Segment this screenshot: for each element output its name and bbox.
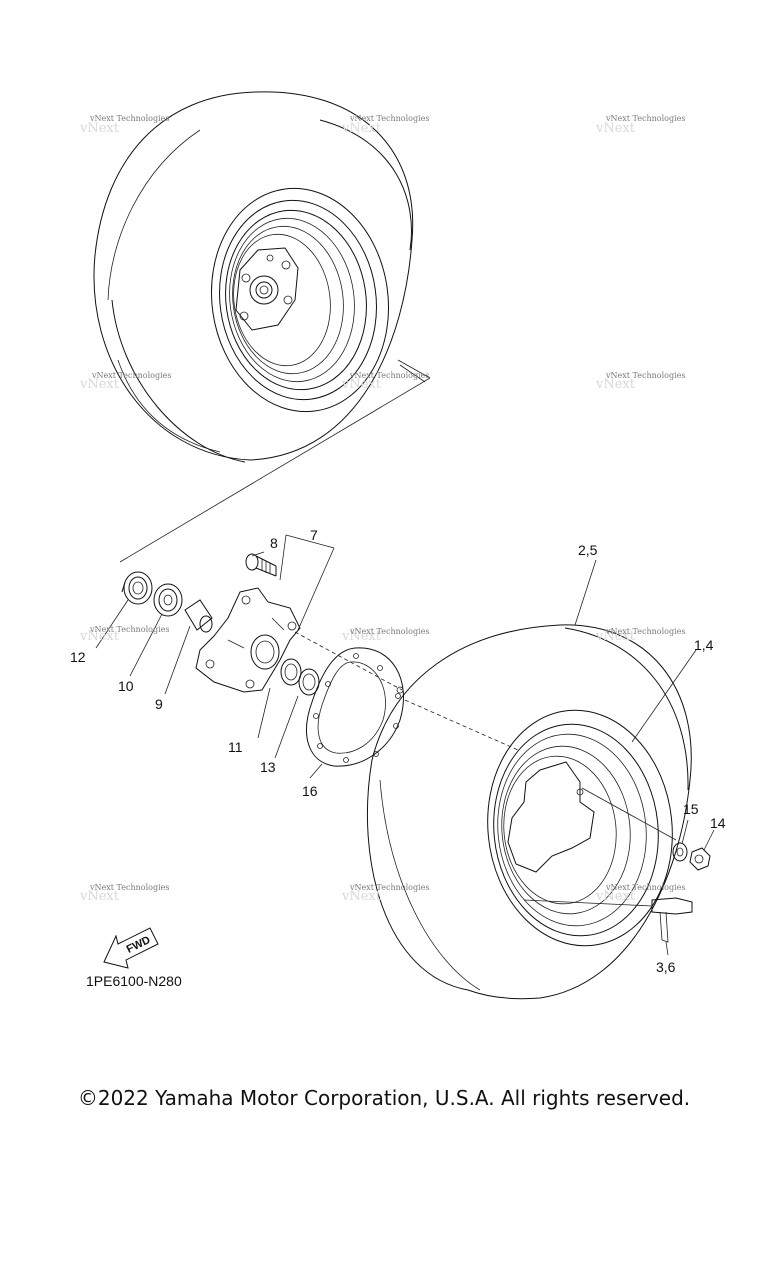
spacer-9 (184, 599, 213, 633)
watermarks: vNext vNext Technologies vNext vNext Tec… (79, 114, 685, 904)
hub-parts (121, 553, 404, 767)
hub-11 (195, 587, 301, 693)
watermark: vNext Technologies (349, 114, 429, 123)
watermark: vNext Technologies (89, 625, 169, 634)
leader-valve (523, 899, 653, 907)
seal-13 (280, 658, 320, 696)
callout-16: 16 (302, 783, 318, 799)
watermark: vNext Technologies (605, 883, 685, 892)
watermark: vNext Technologies (89, 114, 169, 123)
callout-3-6: 3,6 (656, 959, 676, 975)
nut-14 (689, 847, 711, 871)
watermark: vNext Technologies (349, 627, 429, 636)
axis-line (294, 631, 403, 691)
watermark: vNext Technologies (605, 371, 685, 380)
bearing-12 (121, 571, 153, 605)
lower-wheel (366, 624, 693, 1000)
copyright-notice: ©2022 Yamaha Motor Corporation, U.S.A. A… (77, 1086, 691, 1110)
svg-text:vNext: vNext (79, 889, 120, 904)
svg-text:vNext: vNext (79, 629, 120, 644)
watermark: vNext Technologies (605, 627, 685, 636)
leader-upper (119, 359, 431, 563)
watermark: vNext Technologies (349, 883, 429, 892)
watermark: vNext Technologies (349, 371, 429, 380)
leader-stud (581, 787, 677, 841)
brake-disc-16 (306, 647, 404, 767)
callout-leaders (95, 551, 715, 956)
fwd-arrow-icon: FWD (103, 927, 159, 969)
svg-text:vNext: vNext (341, 377, 382, 392)
callout-12: 12 (70, 649, 86, 665)
upper-wheel (93, 91, 414, 463)
callout-10: 10 (118, 678, 134, 694)
washer-15 (672, 842, 688, 862)
callout-11: 11 (228, 739, 243, 755)
bolt-8 (245, 553, 277, 577)
callout-7: 7 (310, 527, 318, 543)
callout-9: 9 (155, 696, 163, 712)
svg-text:vNext: vNext (595, 377, 636, 392)
watermark: vNext Technologies (605, 114, 685, 123)
callout-8: 8 (270, 535, 278, 551)
svg-text:vNext: vNext (341, 889, 382, 904)
svg-text:vNext: vNext (595, 629, 636, 644)
svg-text:vNext: vNext (79, 121, 120, 136)
watermark: vNext Technologies (89, 883, 169, 892)
bracket-7 (279, 534, 335, 631)
callout-14: 14 (710, 815, 726, 831)
svg-text:vNext: vNext (79, 377, 120, 392)
svg-text:vNext: vNext (595, 121, 636, 136)
callout-1-4: 1,4 (694, 637, 714, 653)
bearing-10 (153, 583, 183, 617)
svg-text:vNext: vNext (341, 629, 382, 644)
fwd-label: FWD (125, 934, 153, 956)
svg-text:vNext: vNext (341, 121, 382, 136)
callout-2-5: 2,5 (578, 542, 598, 558)
watermark: vNext Technologies (91, 371, 171, 380)
callout-15: 15 (683, 801, 699, 817)
diagram-code: 1PE6100-N280 (86, 973, 182, 989)
callout-13: 13 (260, 759, 276, 775)
svg-text:vNext: vNext (595, 889, 636, 904)
axis-line-2 (404, 699, 519, 751)
